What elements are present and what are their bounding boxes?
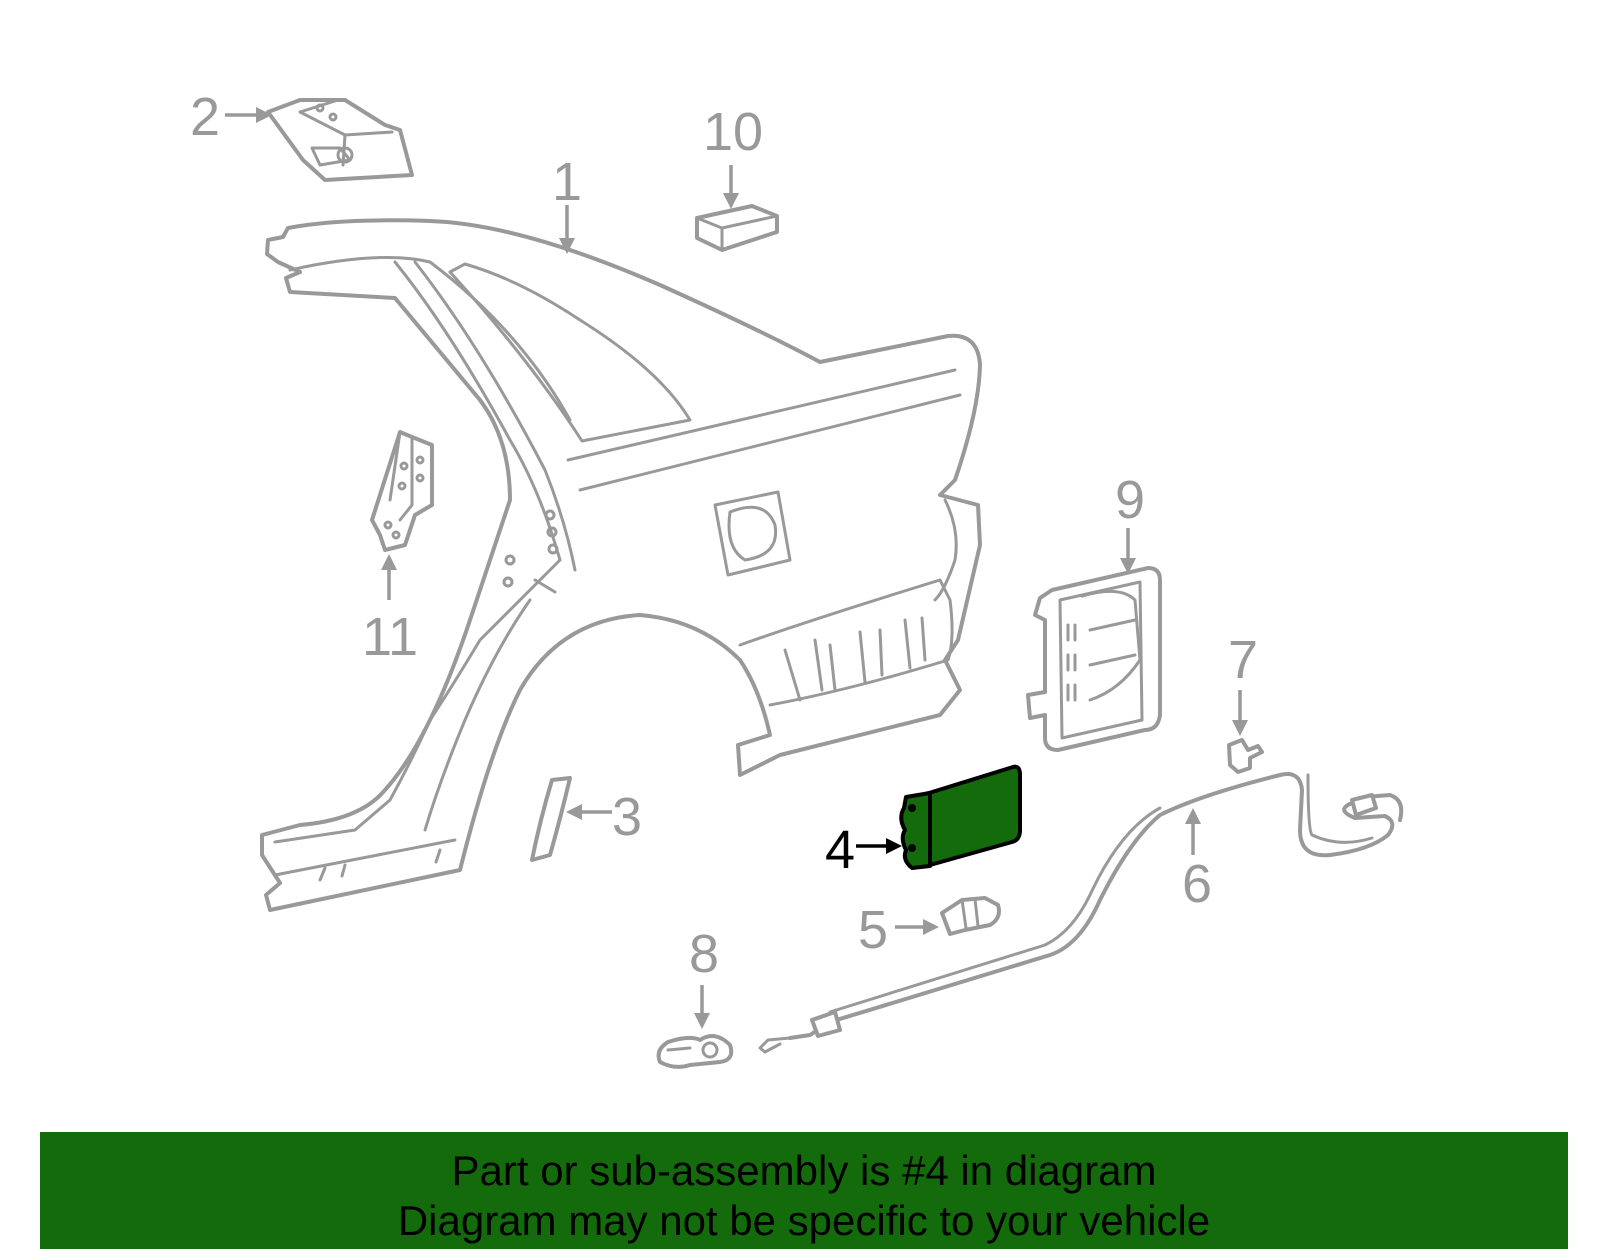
- callout-6: 6: [1182, 808, 1212, 914]
- callout-number-1: 1: [552, 152, 582, 212]
- part-8-spring: [656, 1034, 734, 1069]
- callout-9: 9: [1115, 470, 1145, 574]
- callout-1: 1: [552, 152, 582, 254]
- banner-line-2: Diagram may not be specific to your vehi…: [397, 1197, 1211, 1244]
- banner-line-1: Part or sub-assembly is #4 in diagram: [451, 1147, 1157, 1194]
- callout-number-3: 3: [612, 787, 642, 847]
- callout-2: 2: [190, 87, 272, 147]
- callout-number-5: 5: [858, 900, 888, 960]
- callout-number-10: 10: [703, 102, 763, 162]
- part-2-bracket: [266, 98, 414, 182]
- callout-5: 5: [858, 900, 939, 960]
- callout-8: 8: [689, 924, 719, 1029]
- part-10-pad: [695, 204, 779, 252]
- part-4-fuel-door-highlighted: [899, 764, 1022, 870]
- callout-4: 4: [825, 820, 902, 880]
- callout-3: 3: [566, 787, 642, 847]
- callout-number-7: 7: [1228, 630, 1258, 690]
- part-5-clip: [940, 896, 1001, 936]
- part-1-quarter-panel: [260, 218, 982, 912]
- callout-11: 11: [362, 554, 418, 667]
- callout-number-8: 8: [689, 924, 719, 984]
- callout-number-9: 9: [1115, 470, 1145, 530]
- callout-7: 7: [1228, 630, 1258, 736]
- part-9-fuel-housing: [1026, 566, 1162, 752]
- callout-10: 10: [703, 102, 763, 209]
- callout-number-4: 4: [825, 820, 855, 880]
- info-banner: Part or sub-assembly is #4 in diagram Di…: [40, 1132, 1568, 1249]
- callout-number-11: 11: [362, 607, 418, 667]
- callout-number-2: 2: [190, 87, 220, 147]
- part-11-bracket: [370, 430, 434, 552]
- part-7-clip: [1227, 738, 1264, 774]
- callout-number-6: 6: [1182, 854, 1212, 914]
- part-6-cable: [758, 772, 1404, 1054]
- part-3-molding: [530, 776, 572, 862]
